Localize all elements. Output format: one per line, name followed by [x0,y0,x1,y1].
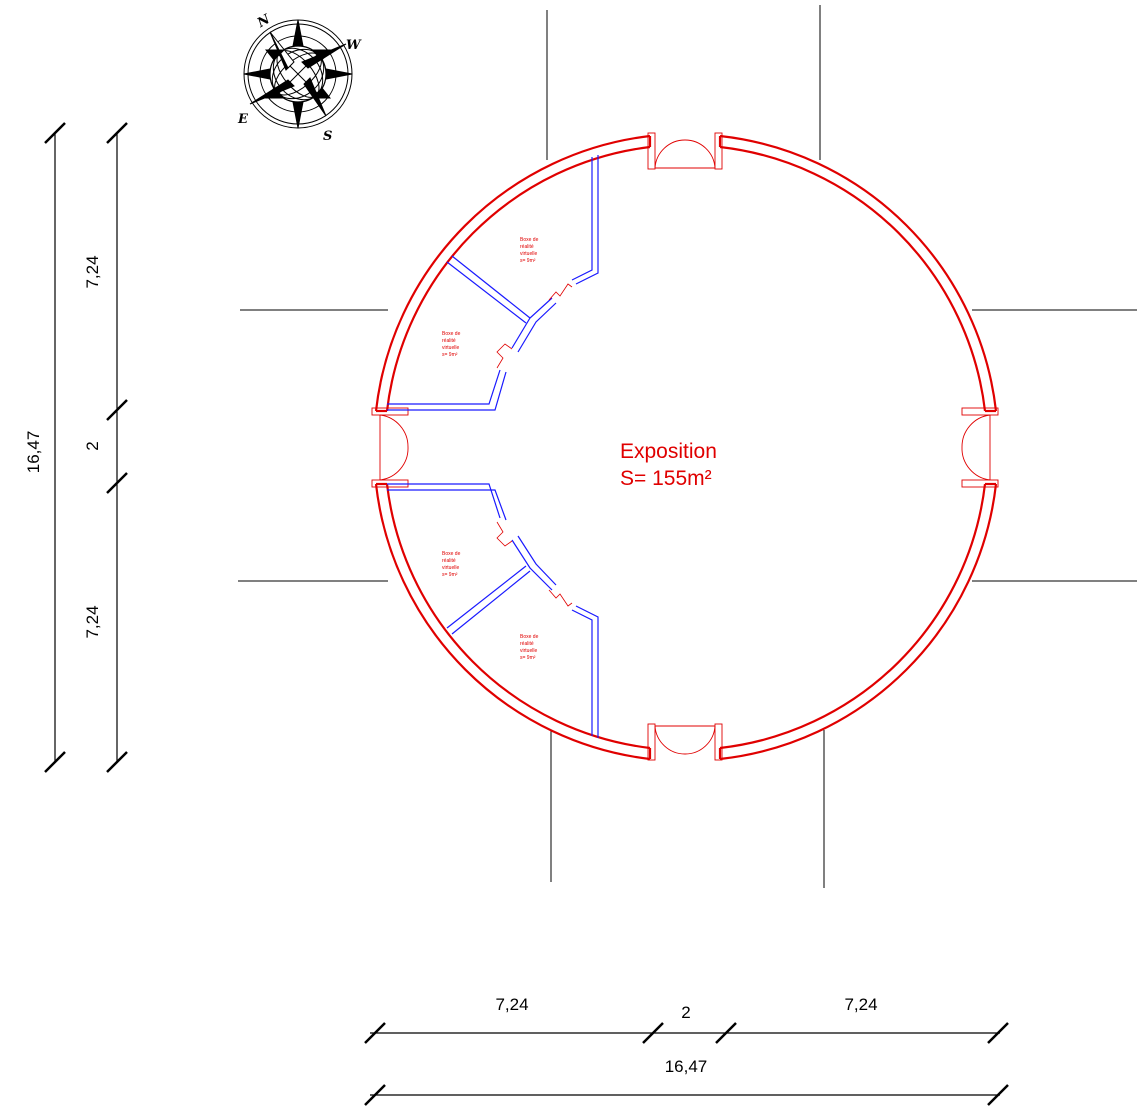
box-label-line: réalité [442,558,456,564]
wall-arc-bottom-right-outer [719,483,998,761]
doors [371,132,999,761]
dim-left-bottom: 7,24 [83,605,102,638]
partition-doors [496,283,573,607]
dimension-left [44,122,128,773]
room-label-group: Exposition S= 155m² [620,440,717,490]
box-label-2: Boxe de réalité virtuelle s= 9m² [442,331,461,358]
wall-arc-top-left-outer [374,134,651,412]
wall-arc-top-right-inner [719,145,987,412]
box-label-line: Boxe de [520,237,539,243]
door-right [961,407,999,488]
wall-arc-top-right-outer [719,134,998,412]
box-label-4: Boxe de réalité virtuelle s= 9m² [520,634,539,661]
wall-arc-top-left-inner [385,145,651,412]
dim-bottom-mid: 2 [681,1003,690,1022]
box-label-3: Boxe de réalité virtuelle s= 9m² [442,551,461,578]
axis-lines [238,5,1137,888]
box-label-line: s= 9m² [442,352,458,358]
box-label-line: virtuelle [520,648,537,654]
outer-walls [374,134,998,761]
dim-left-total: 16,47 [24,431,43,474]
box-label-line: Boxe de [520,634,539,640]
box-label-line: virtuelle [442,565,459,571]
wall-arc-bottom-left-outer [374,483,651,761]
door-left [371,407,409,488]
compass-north-label: N [254,11,274,31]
dimension-bottom [364,1022,1009,1106]
box-label-line: réalité [520,244,534,250]
box-label-1: Boxe de réalité virtuelle s= 9m² [520,237,539,264]
box-label-line: s= 9m² [520,655,536,661]
compass-south-label: S [323,129,332,144]
wall-arc-bottom-left-inner [385,483,651,750]
box-label-line: s= 9m² [520,258,536,264]
room-name: Exposition [620,440,717,463]
box-label-line: Boxe de [442,331,461,337]
partitions [387,155,599,738]
box-label-line: réalité [520,641,534,647]
compass-west-label: W [346,38,362,53]
dim-left-mid: 2 [83,441,102,450]
wall-arc-bottom-right-inner [719,483,987,750]
box-label-line: Boxe de [442,551,461,557]
box-label-line: virtuelle [442,345,459,351]
box-label-line: réalité [442,338,456,344]
partition-upper [387,155,599,411]
compass-rose-icon [243,19,353,129]
dim-bottom-total: 16,47 [665,1057,708,1076]
partition-lower [387,483,599,738]
dim-left-top: 7,24 [83,255,102,288]
box-label-line: s= 9m² [442,572,458,578]
compass-east-label: E [237,112,249,127]
box-label-line: virtuelle [520,251,537,257]
room-area: S= 155m² [620,467,712,490]
dim-bottom-right: 7,24 [844,995,877,1014]
dim-bottom-left: 7,24 [495,995,528,1014]
door-bottom [647,723,723,761]
door-top [647,132,723,170]
